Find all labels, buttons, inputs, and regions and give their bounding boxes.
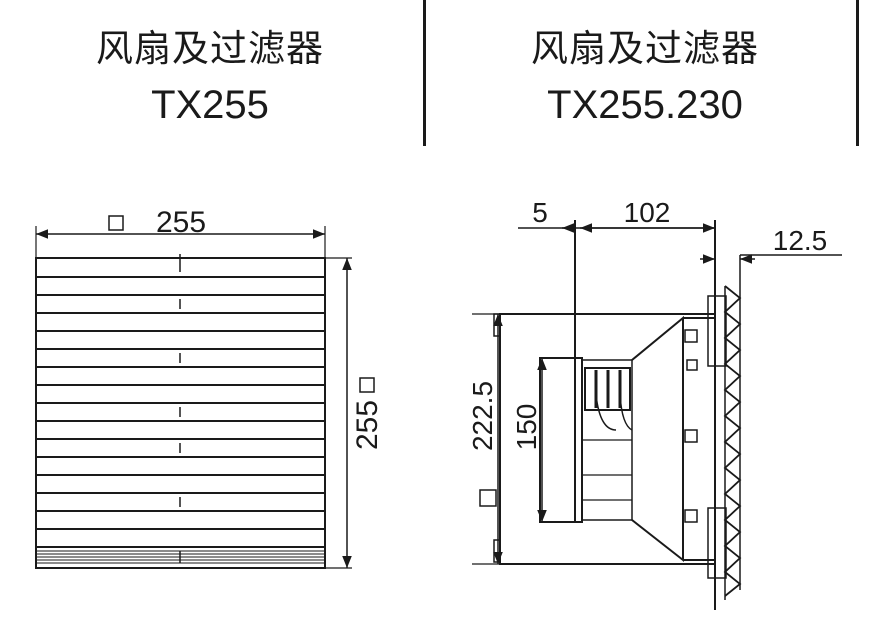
right-title-block: 风扇及过滤器 TX255.230 [445, 30, 845, 125]
dim-150-label: 150 [511, 404, 542, 451]
side-view-drawing [472, 220, 842, 610]
clip-top [684, 329, 698, 343]
right-title-cn: 风扇及过滤器 [531, 27, 759, 70]
dim-5-label: 5 [532, 197, 548, 228]
front-view-drawing [35, 215, 375, 569]
square-symbol-icon-2 [359, 377, 375, 393]
left-height-label: 255 [351, 400, 384, 450]
louver-lines [36, 276, 325, 548]
dim-12-5-label: 12.5 [773, 225, 828, 256]
clip-mid [684, 429, 698, 443]
dim-102-label: 102 [624, 197, 671, 228]
right-model-number: TX255.230 [547, 83, 743, 127]
mount-tab-mid [479, 489, 497, 507]
terminal-block [584, 367, 631, 411]
left-model-number: TX255 [151, 83, 269, 127]
dim-222-5-label: 222.5 [467, 381, 498, 451]
louvered-front [723, 285, 742, 597]
square-symbol-icon [108, 215, 124, 231]
left-title-cn: 风扇及过滤器 [96, 27, 324, 70]
clip-bottom [684, 509, 698, 523]
separator-right [856, 0, 859, 146]
left-width-label: 255 [156, 206, 206, 239]
left-title-block: 风扇及过滤器 TX255 [40, 30, 380, 125]
separator-middle [423, 0, 426, 146]
cone-hood [631, 315, 684, 563]
